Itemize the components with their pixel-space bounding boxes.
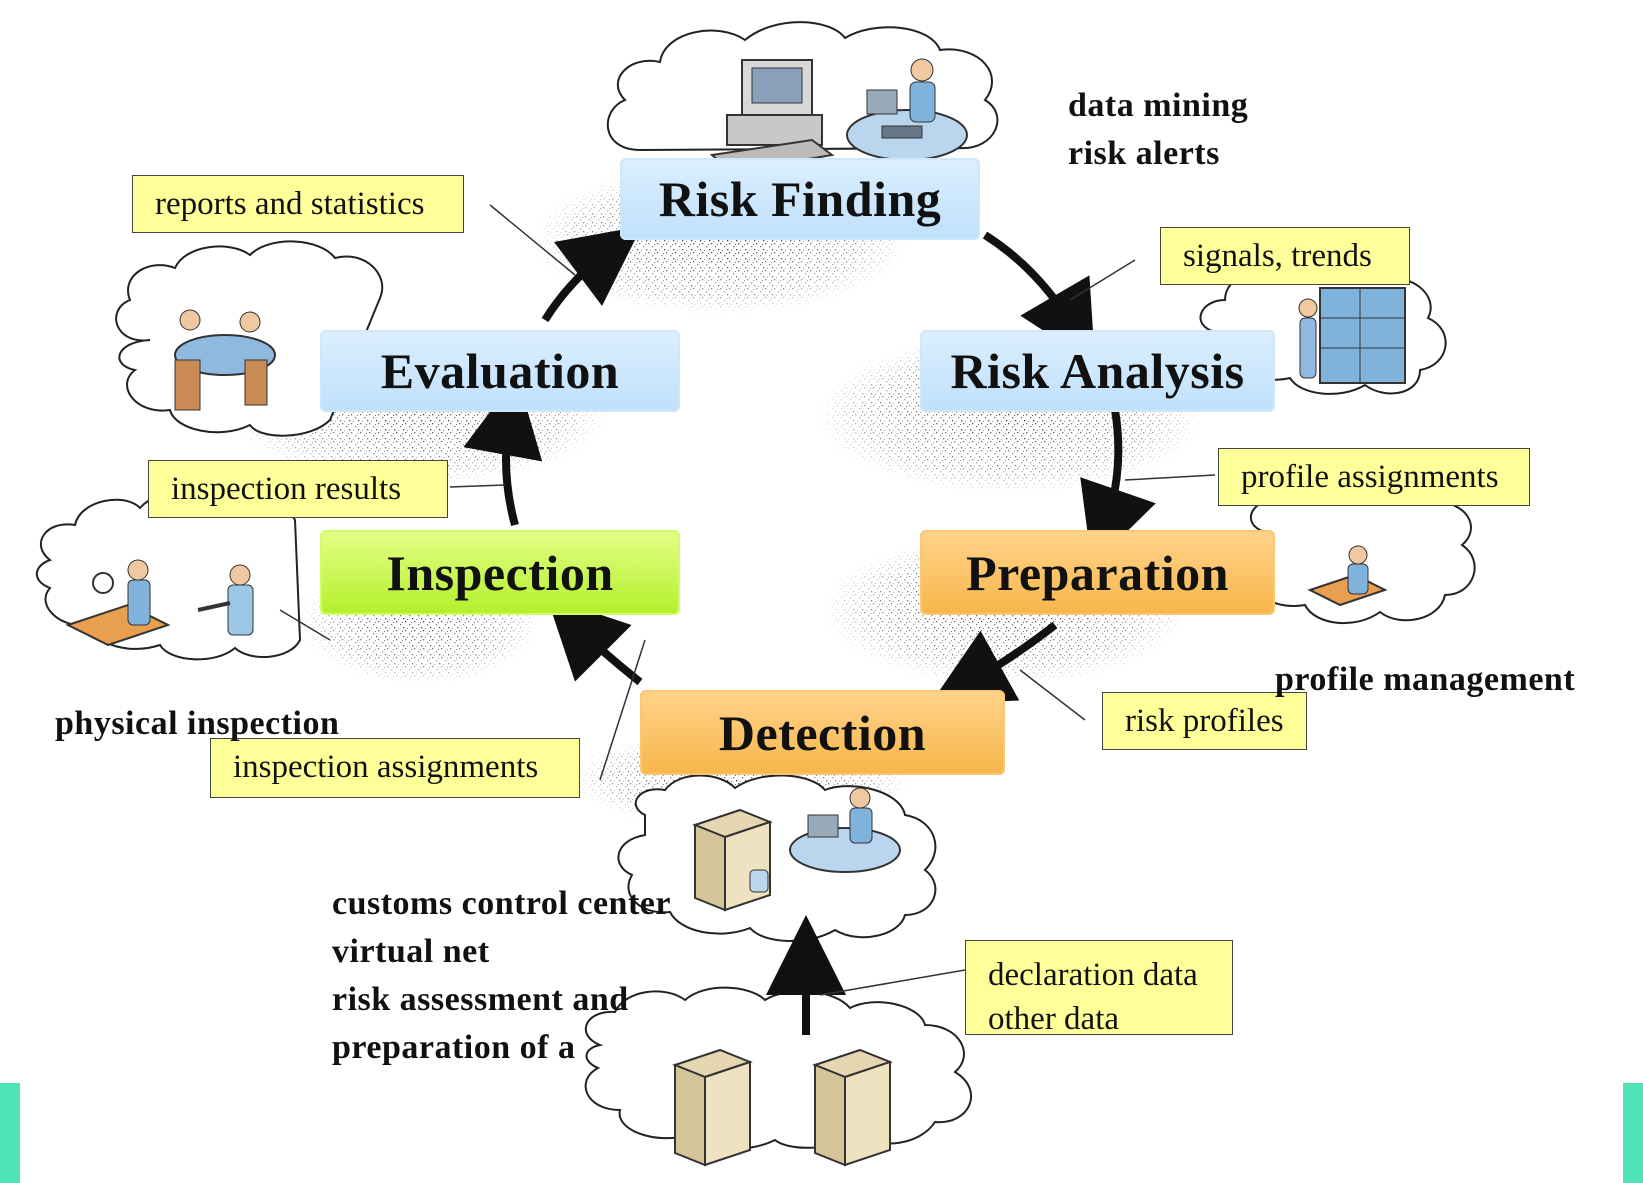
leader-declaration	[819, 969, 966, 996]
arrow-inspection-to-evaluation	[463, 375, 543, 527]
label-physical-inspection: physical inspection	[55, 705, 340, 742]
leader-signals	[1069, 259, 1136, 301]
label-data-mining: data mining	[1068, 87, 1249, 124]
note-risk-profiles: risk profiles	[1102, 692, 1307, 750]
server-tower-icon	[692, 808, 773, 912]
left-accent-bar	[0, 1083, 20, 1183]
stage-detection: Detection	[640, 690, 1005, 775]
stage-risk-analysis: Risk Analysis	[920, 330, 1275, 412]
right-accent-bar	[1623, 1083, 1643, 1183]
note-inspection-results: inspection results	[148, 460, 448, 518]
arrow-detection-to-inspection	[546, 596, 643, 686]
leader-profile-assignments	[1124, 474, 1216, 481]
operator-workstation-icon-2	[789, 787, 901, 873]
stage-risk-finding: Risk Finding	[620, 158, 980, 240]
inspector-officer-icon	[197, 564, 254, 636]
arrow-evaluation-to-finding	[541, 225, 642, 323]
note-declaration-line-1: declaration data	[988, 957, 1198, 993]
leader-risk-profiles	[1019, 669, 1086, 721]
label-profile-management: profile management	[1275, 661, 1576, 698]
stage-inspection: Inspection	[320, 530, 680, 615]
arrow-analysis-to-preparation	[1080, 409, 1156, 566]
inspection-desk-icon	[65, 559, 171, 647]
server-tower-icon-right	[812, 1048, 893, 1167]
stage-evaluation: Evaluation	[320, 330, 680, 412]
arrow-finding-to-analysis	[982, 231, 1096, 365]
label-preparation-of: preparation of a	[332, 1029, 576, 1066]
note-inspection-assignments: inspection assignments	[210, 738, 580, 798]
leader-reports	[489, 204, 576, 276]
label-risk-alerts: risk alerts	[1068, 135, 1220, 172]
label-customs-block: customs control center virtual net risk …	[332, 880, 671, 1072]
note-profile-assignments: profile assignments	[1218, 448, 1530, 506]
leader-inspection-results	[449, 484, 506, 488]
leader-inspection-assignments	[599, 639, 646, 781]
label-data-mining-block: data mining risk alerts	[1068, 82, 1248, 178]
label-risk-assessment: risk assessment and	[332, 981, 629, 1018]
note-reports-and-statistics: reports and statistics	[132, 175, 464, 233]
stage-preparation: Preparation	[920, 530, 1275, 615]
note-declaration-line-2: other data	[988, 1001, 1120, 1037]
label-virtual-net: virtual net	[332, 933, 490, 970]
operator-workstation-icon	[846, 58, 968, 161]
meeting-table-icon	[174, 309, 276, 411]
arrow-preparation-to-detection	[930, 621, 1058, 705]
leader-physical	[279, 609, 331, 641]
note-declaration-data: declaration data other data	[965, 940, 1233, 1037]
server-tower-icon-left	[672, 1048, 753, 1167]
server-rack-icon	[1298, 287, 1406, 384]
flow-arrows	[463, 225, 1156, 1035]
label-customs-control-center: customs control center	[332, 885, 671, 922]
leader-lines	[279, 204, 1216, 996]
operator-desk-icon	[1307, 545, 1388, 607]
note-signals-trends: signals, trends	[1160, 227, 1410, 285]
